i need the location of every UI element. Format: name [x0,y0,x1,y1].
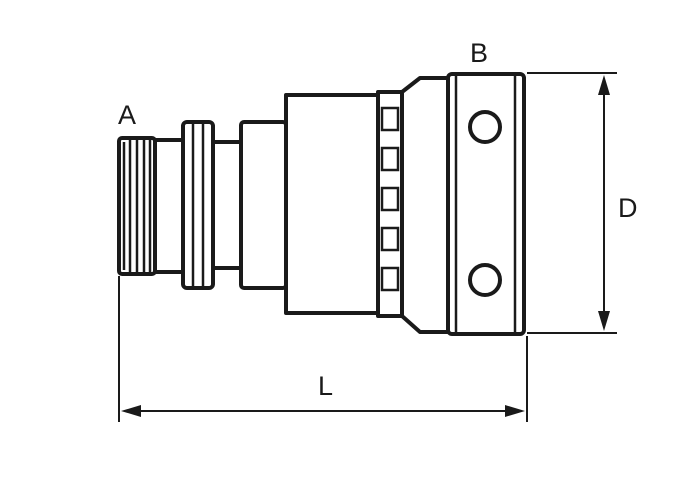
dimension-d [527,72,617,334]
step-body [239,120,288,290]
taper [400,76,450,334]
dimension-l [118,276,528,422]
main-body [284,93,380,315]
label-b: B [470,38,488,68]
slotted-sleeve [376,90,404,318]
neck [211,140,243,270]
label-a: A [118,100,136,130]
head [446,72,526,336]
threaded-nose [117,136,185,276]
groove-collar [181,120,215,290]
wrench-hole-lower [468,263,502,297]
wrench-hole-upper [468,110,502,144]
label-d: D [618,193,638,223]
label-l: L [318,371,333,401]
